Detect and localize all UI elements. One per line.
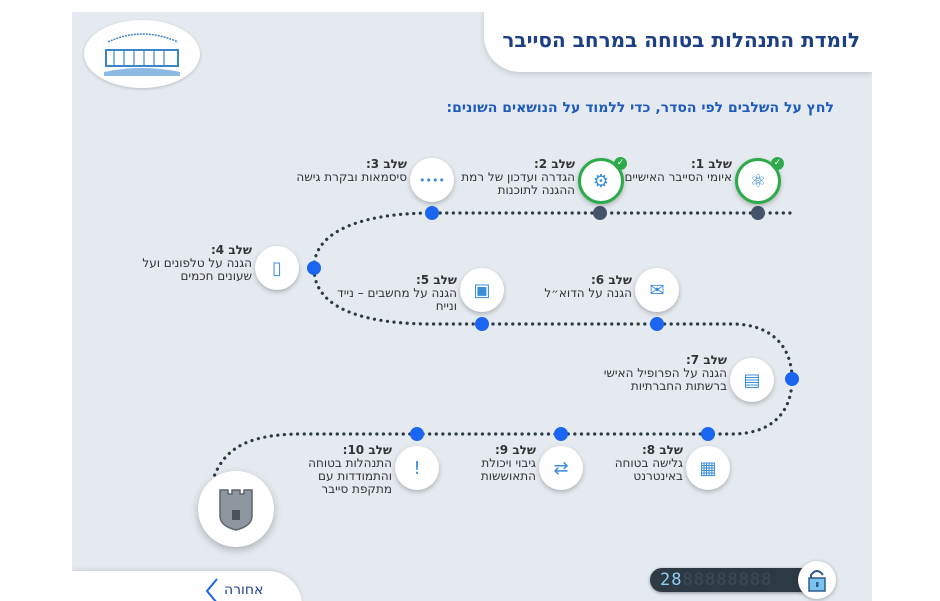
step-5-button[interactable]: ▣	[460, 268, 504, 312]
profile-card-icon: ▤	[743, 369, 761, 391]
checkmark-icon: ✓	[771, 157, 784, 170]
step-description: איומי הסייבר האישיים	[624, 170, 732, 184]
step-6-button[interactable]: ✉	[635, 268, 679, 312]
step-description: הגנה על הפרופיל האישי ברשתות החברתיות	[603, 366, 727, 393]
step-2-text[interactable]: שלב 2:הגדרה ועדכון של רמת ההגנה לתוכנות	[455, 158, 575, 197]
step-10-text[interactable]: שלב 10:התנהלות בטוחה והתמודדות עם מתקפת …	[307, 444, 392, 496]
step-3-button[interactable]: ••••	[410, 158, 454, 202]
step-10-button[interactable]: !	[395, 446, 439, 490]
step-label: שלב 4:	[210, 243, 252, 257]
path-node-7	[785, 372, 799, 386]
backup-icon: ⇄	[553, 457, 569, 479]
step-description: התנהלות בטוחה והתמודדות עם מתקפת סייבר	[308, 456, 392, 496]
shield-icon	[219, 489, 253, 531]
step-1-button[interactable]: ⚛✓	[735, 157, 784, 204]
alert-touch-icon: !	[413, 457, 421, 479]
cyber-threat-icon: ⚛	[749, 170, 767, 192]
step-description: הגנה על הדוא״ל	[544, 286, 632, 300]
path-node-9	[554, 427, 568, 441]
computer-lock-icon: ▣	[473, 279, 491, 301]
step-7-button[interactable]: ▤	[730, 358, 774, 402]
instructions: לחץ על השלבים לפי הסדר, כדי ללמוד על הנו…	[446, 100, 834, 116]
step-3-text[interactable]: שלב 3:סיסמאות ובקרת גישה	[296, 158, 407, 184]
path-node-1	[751, 206, 765, 220]
browser-icon: ▦	[699, 457, 717, 479]
stage: לומדת התנהלות בטוחה במרחב הסייבר לחץ על …	[72, 12, 872, 601]
step-description: גיבוי ויכולת התאוששות	[480, 456, 536, 483]
step-label: שלב 2:	[533, 157, 575, 171]
step-6-text[interactable]: שלב 6:הגנה על הדוא״ל	[544, 274, 632, 300]
step-label: שלב 9:	[494, 443, 536, 457]
step-4-button[interactable]: ▯	[255, 246, 299, 290]
step-label: שלב 5:	[415, 273, 457, 287]
step-4-text[interactable]: שלב 4:הגנה על טלפונים ועל שעונים חכמים	[122, 244, 252, 283]
step-9-button[interactable]: ⇄	[539, 446, 583, 490]
path-node-10	[410, 427, 424, 441]
back-button[interactable]: אחורה	[72, 571, 302, 601]
path-node-3	[425, 206, 439, 220]
step-9-text[interactable]: שלב 9:גיבוי ויכולת התאוששות	[451, 444, 536, 483]
step-description: הגנה על טלפונים ועל שעונים חכמים	[142, 256, 252, 283]
lock-icon	[808, 570, 826, 592]
step-8-text[interactable]: שלב 8:גלישה בטוחה באינטרנט	[598, 444, 683, 483]
title-banner: לומדת התנהלות בטוחה במרחב הסייבר	[484, 12, 872, 72]
software-settings-icon: ⚙	[592, 170, 610, 192]
final-shield-button[interactable]	[198, 471, 274, 547]
path-node-4	[307, 261, 321, 275]
step-5-text[interactable]: שלב 5:הגנה על מחשבים – נייד ונייח	[337, 274, 457, 313]
email-icon: ✉	[649, 279, 665, 301]
step-label: שלב 7:	[685, 353, 727, 367]
back-label: אחורה	[224, 582, 264, 598]
step-label: שלב 8:	[641, 443, 683, 457]
path-node-2	[593, 206, 607, 220]
password-icon: ••••	[419, 173, 445, 187]
step-2-button[interactable]: ⚙✓	[578, 157, 627, 204]
path-line	[210, 206, 799, 484]
step-1-text[interactable]: שלב 1:איומי הסייבר האישיים	[624, 158, 732, 184]
step-label: שלב 1:	[690, 157, 732, 171]
step-description: הגנה על מחשבים – נייד ונייח	[337, 286, 457, 313]
page-title: לומדת התנהלות בטוחה במרחב הסייבר	[502, 28, 860, 52]
step-description: סיסמאות ובקרת גישה	[296, 170, 407, 184]
checkmark-icon: ✓	[614, 157, 627, 170]
path-node-5	[475, 317, 489, 331]
path-node-8	[701, 427, 715, 441]
logo	[84, 20, 200, 88]
step-label: שלב 6:	[590, 273, 632, 287]
step-label: שלב 3:	[365, 157, 407, 171]
lock-button[interactable]	[798, 561, 836, 599]
step-description: הגדרה ועדכון של רמת ההגנה לתוכנות	[461, 170, 575, 197]
step-7-text[interactable]: שלב 7:הגנה על הפרופיל האישי ברשתות החברת…	[577, 354, 727, 393]
step-8-button[interactable]: ▦	[686, 446, 730, 490]
chevron-left-icon	[205, 578, 218, 601]
step-description: גלישה בטוחה באינטרנט	[614, 456, 683, 483]
progress-counter: 2888888888	[650, 568, 820, 592]
step-label: שלב 10:	[342, 443, 392, 457]
path-node-6	[650, 317, 664, 331]
smartphone-watch-icon: ▯	[272, 257, 282, 279]
